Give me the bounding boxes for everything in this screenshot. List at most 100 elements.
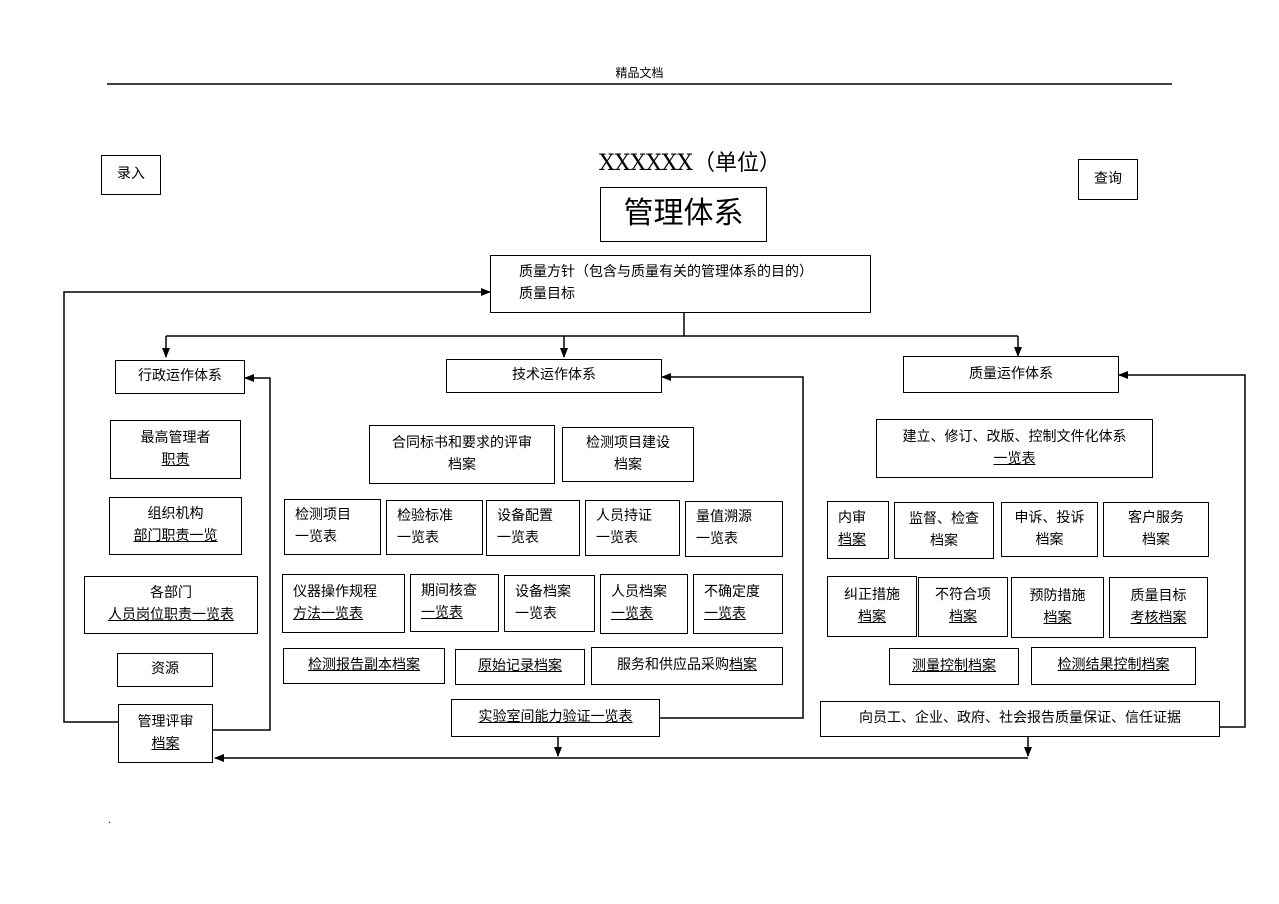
quality-assurance-label: 向员工、企业、政府、社会报告质量保证、信任证据 (859, 710, 1181, 727)
management-review-l2: 档案 (151, 735, 180, 752)
tech-row1-l2: 一览表 (696, 531, 738, 547)
document-system-box[interactable]: 建立、修订、改版、控制文件化体系 一览表 (876, 419, 1153, 478)
entry-button-label: 录入 (117, 166, 145, 183)
quality-row1-item[interactable]: 监督、检查 档案 (894, 502, 994, 559)
unit-title: XXXXXX（单位） (599, 151, 781, 176)
interlab-comparison-box[interactable]: 实验室间能力验证一览表 (451, 699, 660, 737)
top-manager-l1: 最高管理者 (140, 429, 211, 446)
admin-system-label: 行政运作体系 (138, 368, 222, 385)
tech-row1-l1: 量值溯源 (696, 509, 752, 526)
quality-row2-l1: 预防措施 (1029, 587, 1086, 604)
result-control-label: 检测结果控制档案 (1057, 657, 1170, 674)
quality-policy-line1: 质量方针（包含与质量有关的管理体系的目的） (519, 264, 813, 281)
tech-row1-l1: 设备配置 (497, 508, 553, 525)
tech-row2-l2: 一览表 (515, 605, 557, 622)
tech-row1-l1: 人员持证 (596, 508, 652, 525)
review-to-admin-arrow (213, 374, 271, 731)
tech-row2-item[interactable]: 仪器操作规程 方法一览表 (282, 574, 405, 633)
report-copy-archive-box[interactable]: 检测报告副本档案 (283, 648, 445, 684)
tech-row2-item[interactable]: 不确定度 一览表 (693, 574, 783, 634)
page-header-text: 精品文档 (615, 66, 664, 80)
measurement-control-label: 测量控制档案 (912, 657, 996, 674)
tech-row2-l2: 一览表 (421, 605, 463, 621)
quality-row1-l1: 申诉、投诉 (1014, 509, 1085, 526)
tech-row2-l2: 方法一览表 (293, 605, 363, 622)
tech-row1-l1: 检验标准 (397, 507, 453, 524)
tech-row1-item[interactable]: 检测项目 一览表 (284, 499, 381, 555)
tech-row2-item[interactable]: 人员档案 一览表 (600, 574, 688, 634)
query-button[interactable]: 查询 (1078, 159, 1138, 200)
quality-system-label: 质量运作体系 (969, 365, 1053, 382)
quality-assurance-box[interactable]: 向员工、企业、政府、社会报告质量保证、信任证据 (820, 701, 1220, 737)
purchase-archive-label-a: 服务和供应品采购 (617, 657, 729, 674)
quality-system-box: 质量运作体系 (903, 356, 1119, 393)
tech-row2-l1: 期间核查 (421, 583, 477, 600)
management-review-l1: 管理评审 (137, 713, 194, 730)
resources-label: 资源 (151, 661, 179, 678)
quality-row1-l1: 客户服务 (1128, 509, 1184, 526)
departments-l2: 人员岗位职责一览表 (108, 607, 234, 623)
quality-row1-l2: 档案 (1035, 531, 1064, 548)
tech-row2-item[interactable]: 设备档案 一览表 (504, 575, 595, 632)
document-system-l1: 建立、修订、改版、控制文件化体系 (902, 428, 1127, 445)
quality-row1-item[interactable]: 内审 档案 (827, 501, 889, 559)
quality-row2-l2: 档案 (858, 608, 886, 625)
quality-row2-l2: 档案 (949, 609, 977, 625)
main-title-box: 管理体系 (600, 187, 767, 242)
tech-row2-item[interactable]: 期间核查 一览表 (410, 574, 499, 632)
resources-box[interactable]: 资源 (117, 653, 213, 687)
tech-row1-l2: 一览表 (397, 529, 439, 546)
assurance-to-quality-arrow (1118, 371, 1246, 728)
top-manager-l2: 职责 (161, 451, 190, 468)
entry-button[interactable]: 录入 (101, 155, 161, 195)
departments-box[interactable]: 各部门 人员岗位职责一览表 (84, 576, 258, 634)
tech-row1-item[interactable]: 检验标准 一览表 (386, 500, 483, 555)
tech-row2-l1: 设备档案 (515, 583, 571, 600)
footer-mark: . (108, 815, 112, 826)
tech-row1-item[interactable]: 人员持证 一览表 (585, 500, 680, 556)
quality-row1-l2: 档案 (838, 532, 866, 548)
contract-review-box[interactable]: 合同标书和要求的评审 档案 (369, 425, 555, 484)
tech-system-box: 技术运作体系 (446, 359, 662, 393)
quality-row2-item[interactable]: 质量目标 考核档案 (1109, 577, 1208, 638)
quality-row1-l2: 档案 (930, 532, 958, 549)
quality-row2-l1: 不符合项 (935, 587, 991, 604)
result-control-box[interactable]: 检测结果控制档案 (1031, 647, 1196, 685)
tech-row2-l1: 人员档案 (611, 584, 667, 601)
tech-row2-l1: 不确定度 (704, 584, 760, 601)
main-title: 管理体系 (623, 196, 744, 232)
management-review-box[interactable]: 管理评审 档案 (118, 704, 213, 763)
quality-row1-l1: 监督、检查 (909, 510, 979, 527)
project-build-l1: 检测项目建设 (586, 434, 670, 451)
raw-record-archive-box[interactable]: 原始记录档案 (455, 649, 585, 685)
tech-row1-l1: 检测项目 (295, 507, 351, 524)
tech-row1-l2: 一览表 (497, 530, 539, 546)
tech-row2-l2: 一览表 (611, 606, 653, 622)
quality-row1-l1: 内审 (838, 510, 866, 527)
project-build-l2: 档案 (614, 456, 642, 473)
quality-row2-l2: 档案 (1043, 609, 1072, 626)
measurement-control-box[interactable]: 测量控制档案 (889, 648, 1019, 685)
tech-system-label: 技术运作体系 (512, 367, 596, 384)
quality-row1-l2: 档案 (1142, 531, 1170, 548)
quality-row1-item[interactable]: 客户服务 档案 (1103, 502, 1209, 557)
quality-policy-box: 质量方针（包含与质量有关的管理体系的目的） 质量目标 (490, 255, 871, 313)
quality-row2-l1: 质量目标 (1130, 587, 1187, 604)
contract-review-l1: 合同标书和要求的评审 (392, 434, 532, 451)
quality-row2-item[interactable]: 纠正措施 档案 (827, 576, 917, 637)
quality-row2-item[interactable]: 预防措施 档案 (1011, 577, 1104, 638)
purchase-archive-label-b: 档案 (729, 657, 757, 674)
quality-row1-item[interactable]: 申诉、投诉 档案 (1001, 502, 1098, 557)
tech-row1-item[interactable]: 设备配置 一览表 (486, 500, 580, 556)
top-manager-box[interactable]: 最高管理者 职责 (110, 420, 241, 479)
document-system-l2: 一览表 (993, 450, 1036, 467)
organization-box[interactable]: 组织机构 部门职责一览 (109, 497, 242, 555)
raw-record-archive-label: 原始记录档案 (478, 658, 562, 675)
tech-row1-item[interactable]: 量值溯源 一览表 (685, 501, 783, 557)
tech-row2-l2: 一览表 (704, 606, 746, 622)
purchase-archive-box[interactable]: 服务和供应品采购档案 (591, 647, 783, 685)
quality-row2-item[interactable]: 不符合项 档案 (918, 577, 1008, 637)
project-build-box[interactable]: 检测项目建设 档案 (562, 427, 694, 482)
interlab-to-tech-arrow (660, 373, 804, 719)
